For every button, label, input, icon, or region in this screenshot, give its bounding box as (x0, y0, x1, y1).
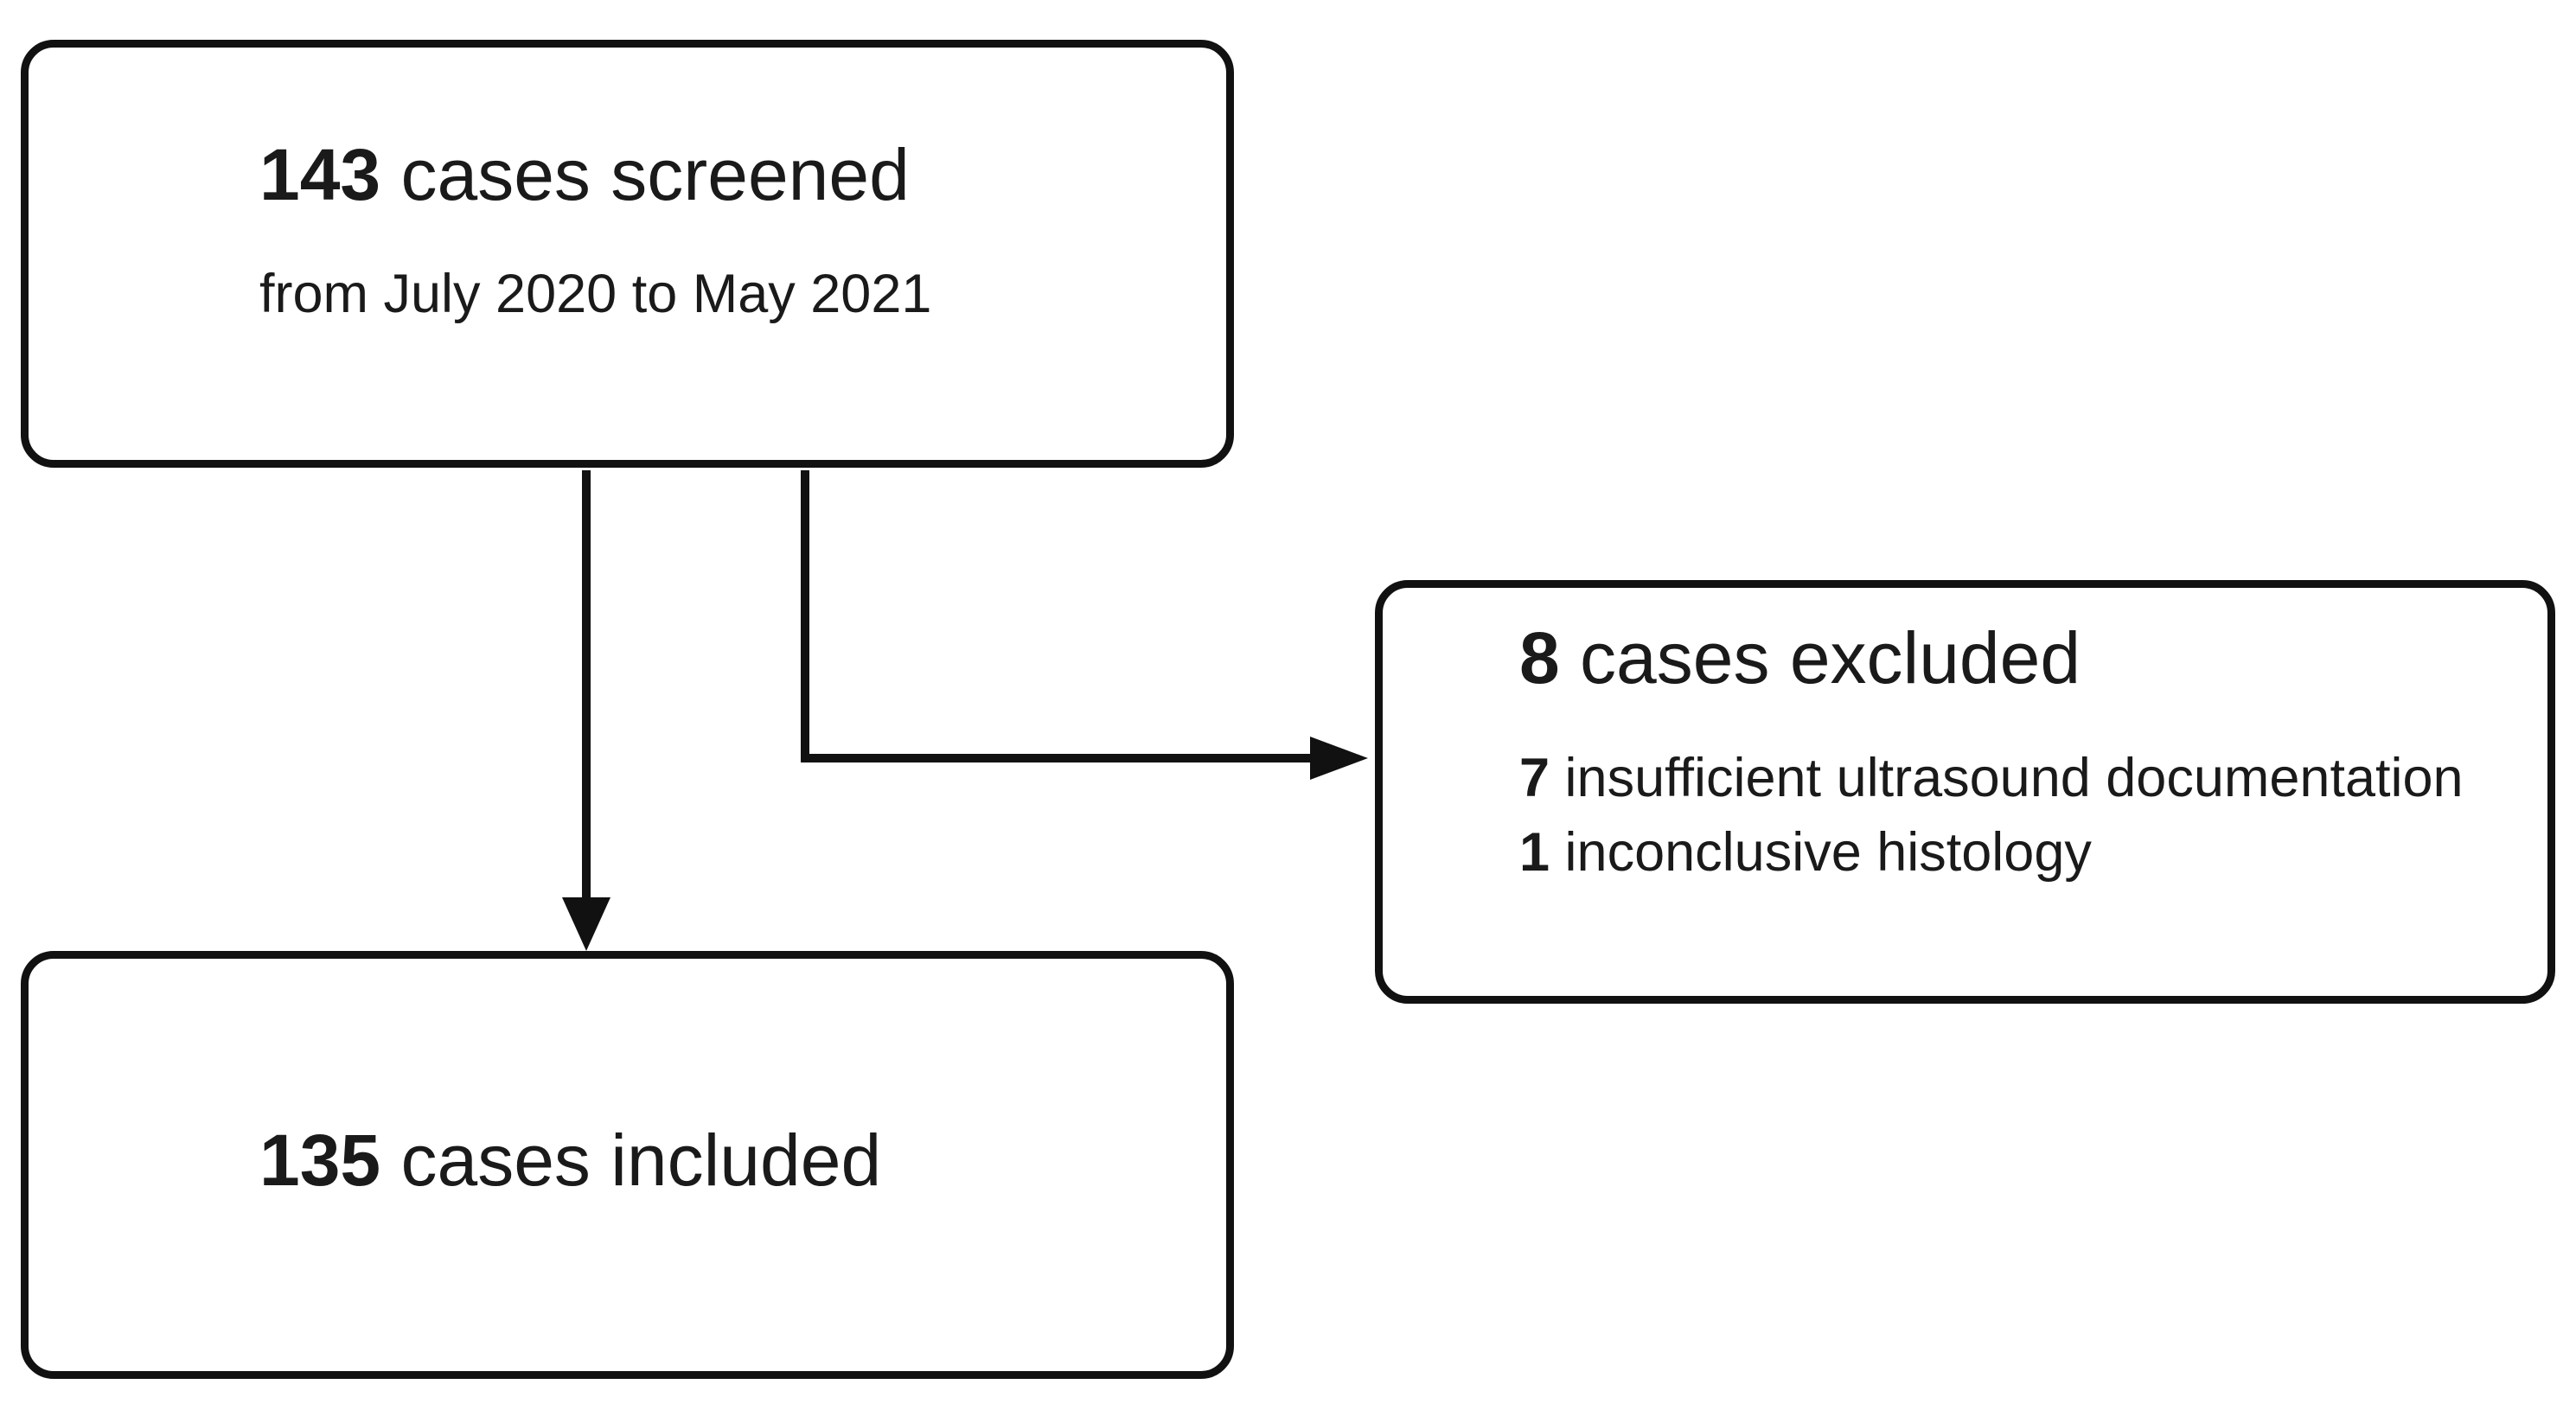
exclusion-reason: 1 inconclusive histology (1519, 826, 2092, 880)
screened-period: from July 2020 to May 2021 (259, 264, 932, 324)
arrow-to-excluded-line (801, 470, 1323, 762)
screened-label: cases screened (380, 134, 910, 215)
excluded-heading: 8 cases excluded (1519, 622, 2081, 694)
exclusion-reason-label: insufficient ultrasound documentation (1550, 748, 2464, 808)
included-box (21, 951, 1234, 1379)
excluded-count: 8 (1519, 617, 1560, 699)
screened-count: 143 (259, 134, 381, 215)
arrow-to-included-head (562, 897, 610, 951)
exclusion-reason: 7 insufficient ultrasound documentation (1519, 751, 2464, 806)
screened-heading: 143 cases screened (259, 138, 910, 211)
screened-box (21, 40, 1234, 468)
included-count: 135 (259, 1120, 381, 1201)
exclusion-reason-label: inconclusive histology (1550, 822, 2092, 883)
exclusion-reason-count: 7 (1519, 748, 1550, 808)
included-heading: 135 cases included (259, 1124, 881, 1196)
included-label: cases included (380, 1120, 882, 1201)
excluded-box (1375, 580, 2555, 1004)
arrow-to-excluded-head (1310, 737, 1368, 780)
exclusion-reason-count: 1 (1519, 822, 1550, 883)
excluded-label: cases excluded (1559, 617, 2081, 699)
